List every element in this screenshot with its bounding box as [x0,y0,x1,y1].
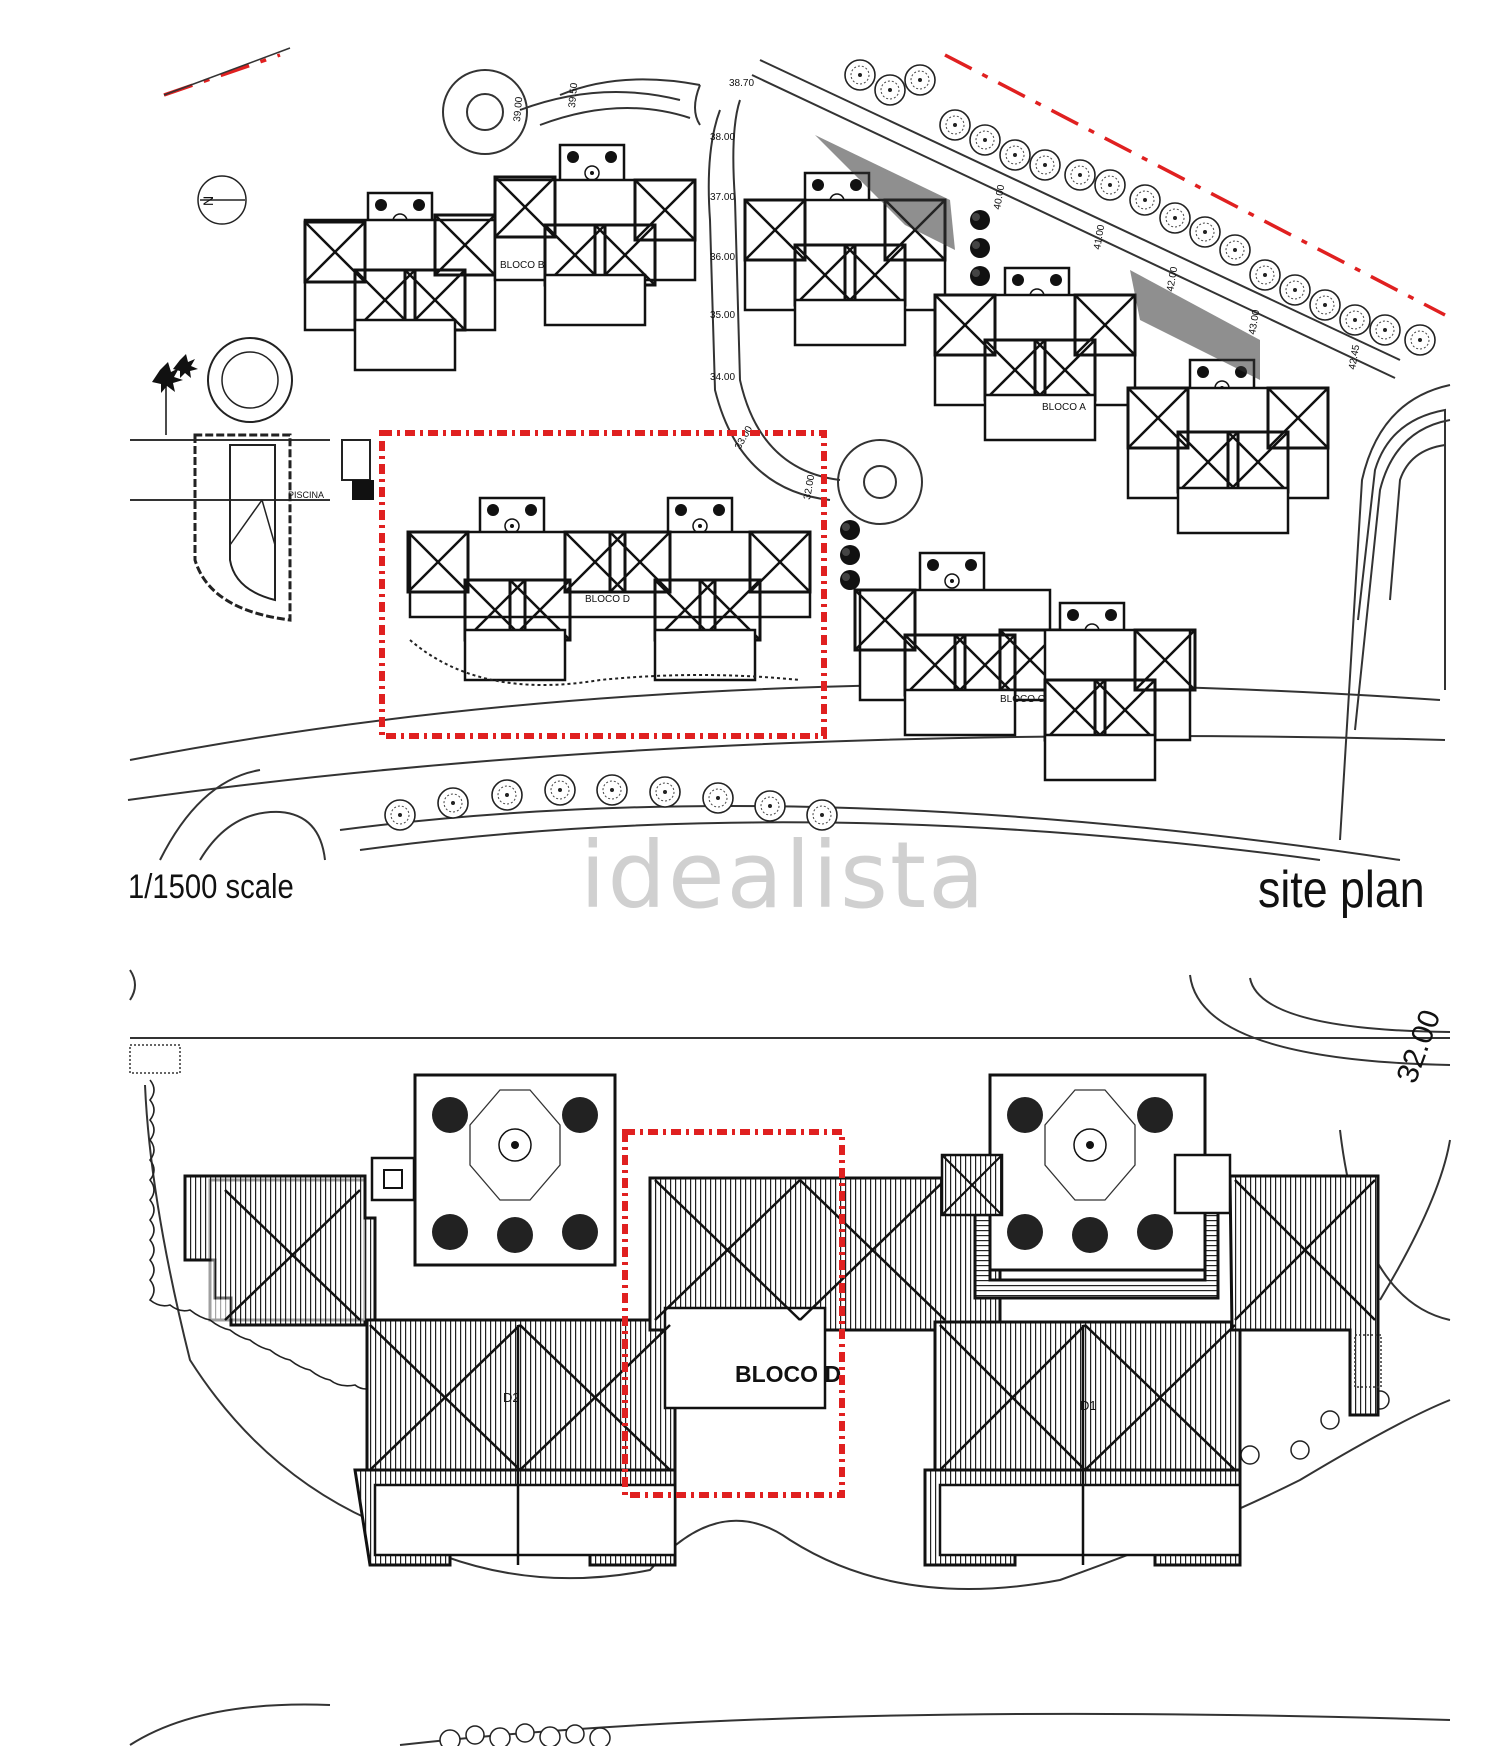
detail-roof-hatch [183,1073,1380,1567]
svg-text:42.00: 42.00 [1165,266,1180,293]
detail-plan: BLOCO D D2 D1 32.00 [129,969,1451,1746]
roof-ridges [224,1179,1376,1565]
site-plan-title: site plan [1258,861,1425,919]
svg-text:33.00: 33.00 [733,424,755,452]
svg-text:40.00: 40.00 [992,184,1007,211]
bloco-d-highlight [379,430,827,739]
svg-text:38.70: 38.70 [729,78,754,89]
svg-text:35.00: 35.00 [710,310,735,321]
bloco-c-building: BLOCO C [853,551,1197,782]
svg-text:39.00: 39.00 [512,96,525,122]
stair-detail [1354,1334,1382,1388]
svg-text:37.00: 37.00 [710,192,735,203]
bloco-a-label: BLOCO A [1042,402,1086,413]
svg-text:N: N [200,196,216,206]
detail-unit-highlight [622,1129,845,1498]
bloco-d-building: BLOCO D [406,496,812,686]
svg-text:39.50: 39.50 [567,82,580,108]
courtyard-right [940,1089,1232,1253]
stair-detail-left [129,1044,181,1074]
pool: PISCINA [193,337,374,622]
north-arrow-icon: N [197,175,247,225]
palm-tree-icon [152,354,198,435]
bloco-a-building: BLOCO A [743,135,1330,535]
detail-block-label: BLOCO D [735,1361,841,1387]
site-plan-map: PISCINA N [127,47,1451,861]
bloco-d-label: BLOCO D [585,594,630,605]
unit-d1-label: D1 [1080,1398,1097,1413]
svg-text:36.00: 36.00 [710,252,735,263]
contour-labels: 38.70 39.00 39.50 38.00 37.00 36.00 35.0… [512,78,1362,501]
svg-text:32.00: 32.00 [802,474,817,501]
svg-text:42.45: 42.45 [1347,344,1362,371]
bloco-b-label: BLOCO B [500,260,545,271]
bloco-c-label: BLOCO C [1000,694,1045,705]
svg-text:41.00: 41.00 [1092,224,1107,251]
roads [127,59,1451,861]
bloco-b-building: BLOCO B [303,143,697,372]
pool-label: PISCINA [288,490,324,500]
svg-text:34.00: 34.00 [710,372,735,383]
courtyard-left [370,1089,598,1253]
scale-label: 1/1500 scale [128,868,294,906]
detail-contour-label: 32.00 [1391,1006,1448,1088]
unit-d2-label: D2 [503,1390,520,1405]
svg-text:38.00: 38.00 [710,132,735,143]
svg-text:43.00: 43.00 [1247,309,1262,336]
watermark: idealista [580,822,987,929]
